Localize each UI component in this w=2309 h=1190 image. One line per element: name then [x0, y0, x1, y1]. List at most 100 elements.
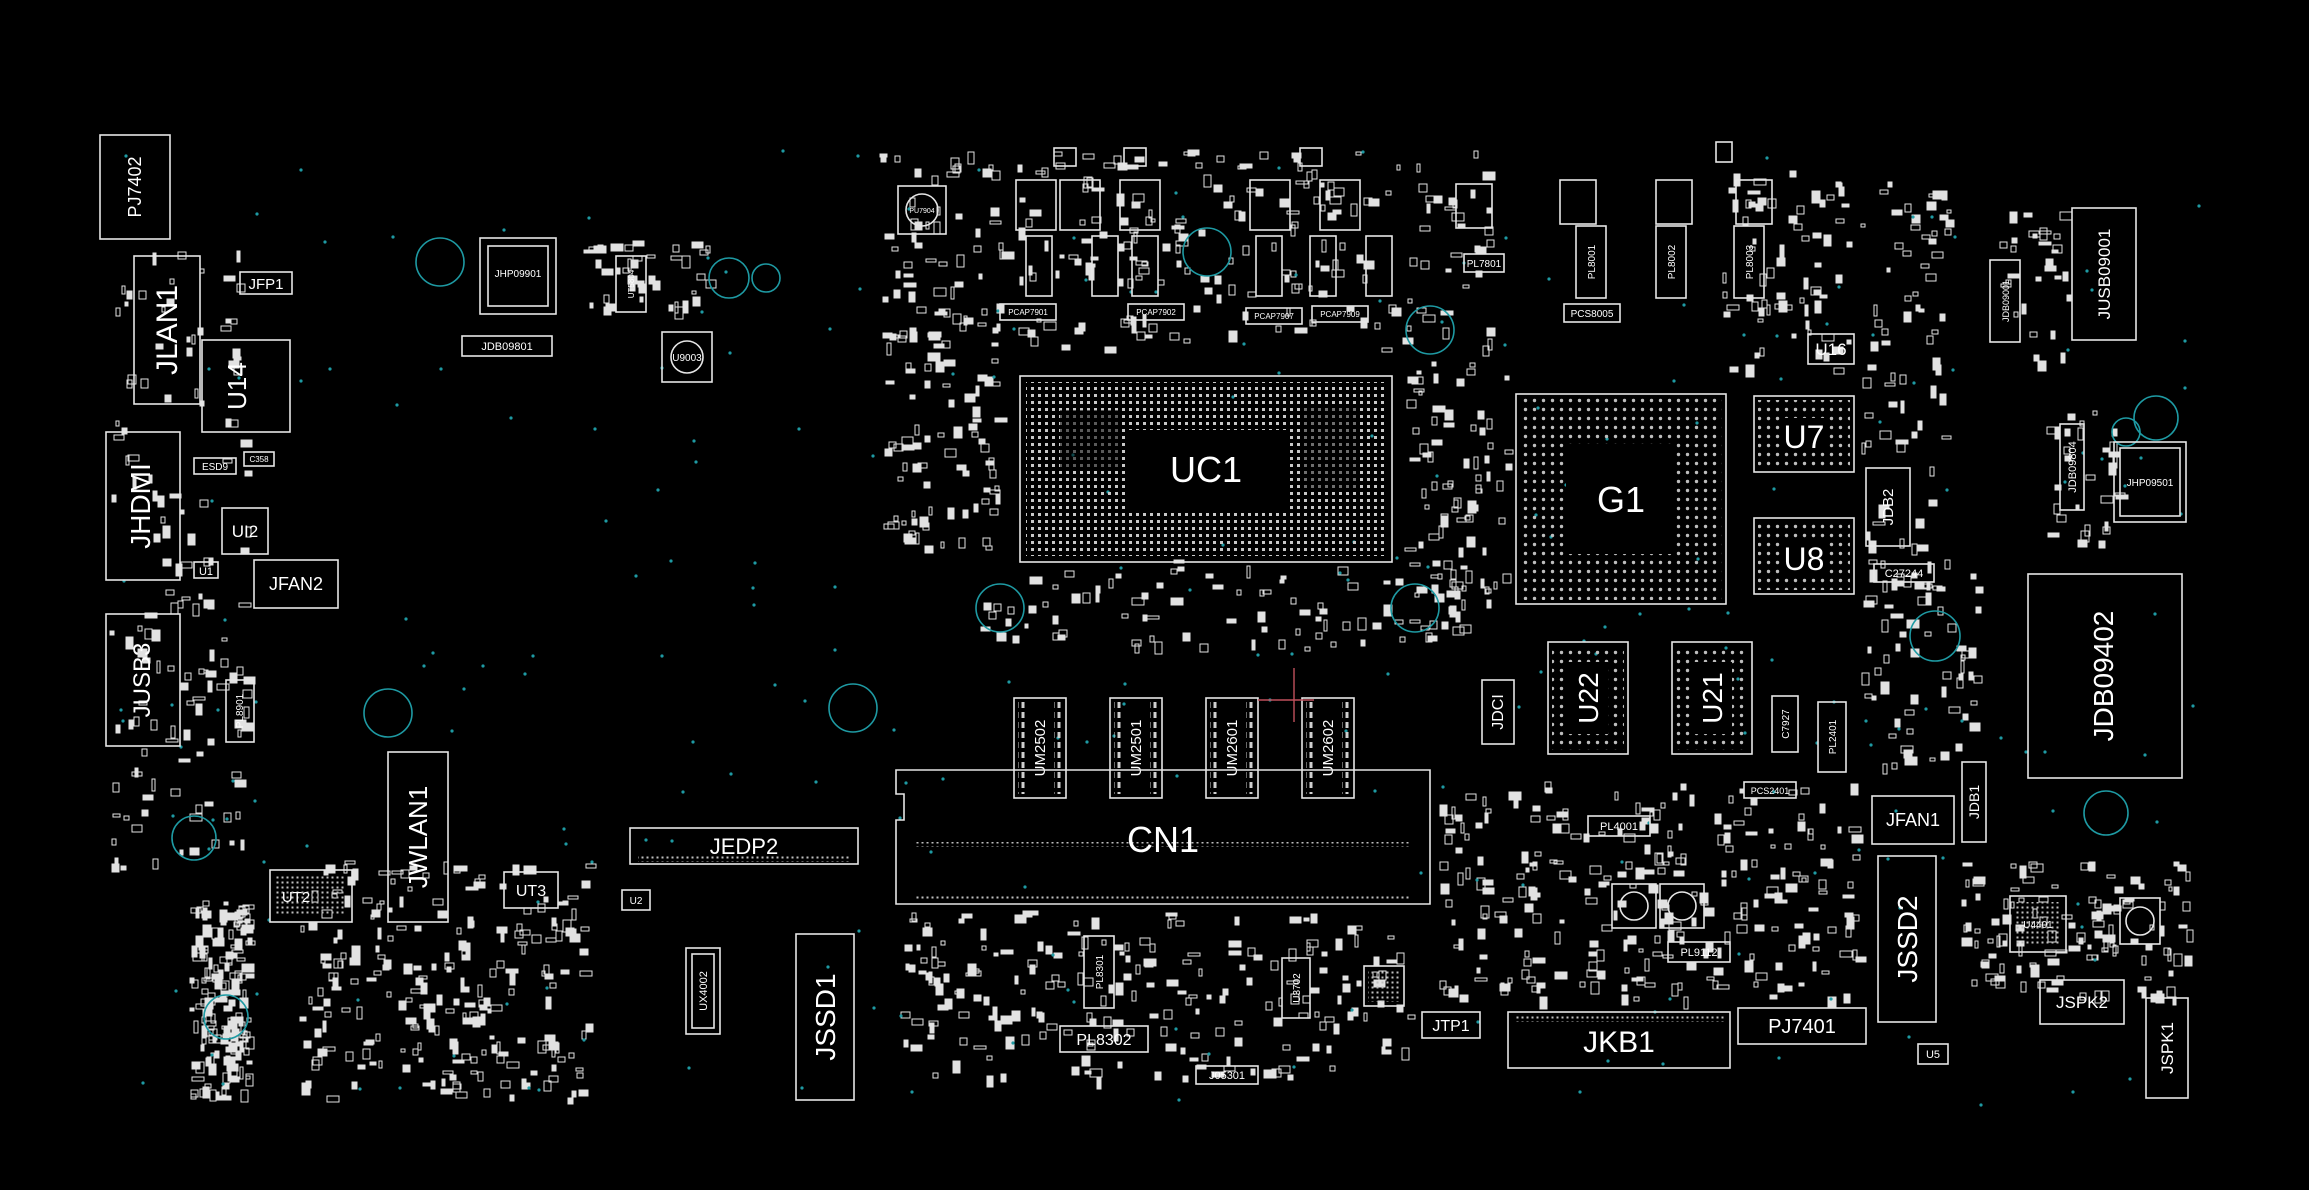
passive-part	[893, 443, 904, 452]
passive-part	[884, 233, 895, 240]
passive-part	[1431, 439, 1443, 446]
passive-part	[1112, 1019, 1124, 1026]
jdb09801[interactable]: JDB09801	[461, 335, 553, 357]
passive-part	[1654, 852, 1664, 866]
jfan1[interactable]: JFAN1	[1871, 795, 1955, 845]
passive-part	[1691, 917, 1697, 927]
passive-part	[496, 926, 508, 934]
passive-part	[1424, 504, 1430, 510]
pl4001[interactable]: PL4001	[1587, 815, 1651, 837]
jlan1[interactable]: JLAN1	[133, 255, 201, 405]
um2601[interactable]: UM2601	[1205, 697, 1259, 799]
jhdmi[interactable]: JHDMI	[105, 431, 181, 581]
u22-vram[interactable]: U22	[1547, 641, 1629, 755]
jssd1[interactable]: JSSD1	[795, 933, 855, 1101]
jusb09001[interactable]: JUSB09001	[2071, 207, 2137, 341]
pj7402[interactable]: PJ7402	[99, 134, 171, 240]
jfp1[interactable]: JFP1	[239, 271, 293, 295]
jdb1[interactable]: JDB1	[1961, 761, 1987, 843]
jdci[interactable]: JDCI	[1481, 679, 1515, 745]
inductor-pc9119[interactable]	[1659, 883, 1705, 929]
u9003[interactable]: U9003	[661, 331, 713, 383]
passive-part	[1442, 327, 1450, 340]
jdb09001[interactable]: JDB09001	[1989, 259, 2021, 343]
pl8901[interactable]: PL8901	[225, 679, 255, 743]
c27244[interactable]: C27244	[1873, 563, 1935, 583]
jspk2[interactable]: JSPK2	[2039, 979, 2125, 1025]
esd9[interactable]: ESD9	[193, 457, 237, 475]
u7-vram[interactable]: U7	[1753, 395, 1855, 473]
um2501[interactable]: UM2501	[1109, 697, 1163, 799]
chip-ud601[interactable]	[1363, 965, 1405, 1007]
ut5804[interactable]: UT5804	[615, 255, 647, 313]
pcap7909[interactable]: PCAP7909	[1311, 305, 1369, 323]
u1[interactable]: U1	[193, 561, 219, 579]
u4401[interactable]: U4401	[2009, 895, 2067, 953]
pl8003[interactable]: PL8003	[1733, 225, 1765, 299]
pcap7907[interactable]: PCAP7907	[1245, 307, 1303, 325]
jdb2[interactable]: JDB2	[1865, 467, 1911, 547]
via	[669, 559, 673, 563]
um2602[interactable]: UM2602	[1301, 697, 1355, 799]
chip-u5503[interactable]	[2119, 897, 2161, 945]
u3702[interactable]: U3702	[1281, 957, 1311, 1019]
jfan2[interactable]: JFAN2	[253, 559, 339, 609]
via	[1123, 682, 1127, 686]
j05301[interactable]: J05301	[1195, 1065, 1259, 1085]
jhp09901[interactable]: JHP09901	[479, 237, 557, 315]
ui2[interactable]: UI2	[221, 507, 269, 555]
passive-part	[1663, 861, 1670, 866]
pcap7901[interactable]: PCAP7901	[999, 303, 1057, 321]
jssd2[interactable]: JSSD2	[1877, 855, 1937, 1023]
passive-part	[696, 273, 706, 281]
ut3[interactable]: UT3	[503, 871, 559, 909]
passive-part	[1741, 907, 1748, 921]
jwlan1[interactable]: JWLAN1	[387, 751, 449, 923]
u5[interactable]: U5	[1917, 1043, 1949, 1065]
passive-part	[2173, 886, 2180, 896]
jtp1[interactable]: JTP1	[1421, 1011, 1481, 1039]
jhp09501[interactable]: JHP09501	[2113, 441, 2187, 523]
u21-vram[interactable]: U21	[1671, 641, 1753, 755]
u8-vram[interactable]: U8	[1753, 517, 1855, 595]
jkb1[interactable]: JKB1	[1507, 1011, 1731, 1069]
cn1-sodimm[interactable]: CN1	[895, 769, 1431, 905]
passive-part	[531, 934, 542, 944]
passive-part	[1597, 970, 1606, 980]
pj7401[interactable]: PJ7401	[1737, 1007, 1867, 1045]
g1-gpu[interactable]: G1	[1515, 393, 1727, 605]
pcs8005[interactable]: PCS8005	[1563, 303, 1621, 323]
uc1-cpu[interactable]: UC1	[1019, 375, 1393, 563]
passive-part	[1932, 585, 1943, 591]
jspk1[interactable]: JSPK1	[2145, 997, 2189, 1099]
u2[interactable]: U2	[621, 889, 651, 911]
jdb09804[interactable]: JDB09804	[2059, 423, 2085, 511]
ut2[interactable]: UT2	[269, 869, 353, 923]
um2502[interactable]: UM2502	[1013, 697, 1067, 799]
pl8002[interactable]: PL8002	[1655, 225, 1687, 299]
pl8001[interactable]: PL8001	[1575, 225, 1607, 299]
pl8302[interactable]: PL8302	[1059, 1025, 1149, 1053]
c7927[interactable]: C7927	[1771, 695, 1799, 753]
passive-part	[579, 948, 589, 956]
passive-part	[1441, 621, 1449, 630]
pl8301[interactable]: PL8301	[1083, 935, 1115, 1009]
inductor-pc9120[interactable]	[1611, 883, 1657, 929]
pl9112[interactable]: PL9112	[1667, 941, 1731, 963]
via	[2063, 480, 2067, 484]
jdb09402[interactable]: JDB09402	[2027, 573, 2183, 779]
passive-part	[2141, 990, 2147, 999]
c358[interactable]: C358	[243, 451, 275, 467]
pcs2401[interactable]: PCS2401	[1743, 781, 1797, 799]
jedp2[interactable]: JEDP2	[629, 827, 859, 865]
pl7801[interactable]: PL7801	[1463, 253, 1505, 273]
pcap7902[interactable]: PCAP7902	[1127, 303, 1185, 321]
pu7904[interactable]: PU7904	[897, 185, 947, 235]
pl2401[interactable]: PL2401	[1817, 701, 1847, 773]
u14[interactable]: U14	[201, 339, 291, 433]
jusb3[interactable]: JUSB3	[105, 613, 181, 747]
ux4002[interactable]: UX4002	[685, 947, 721, 1035]
u16[interactable]: U16	[1807, 333, 1855, 365]
via	[253, 799, 257, 803]
